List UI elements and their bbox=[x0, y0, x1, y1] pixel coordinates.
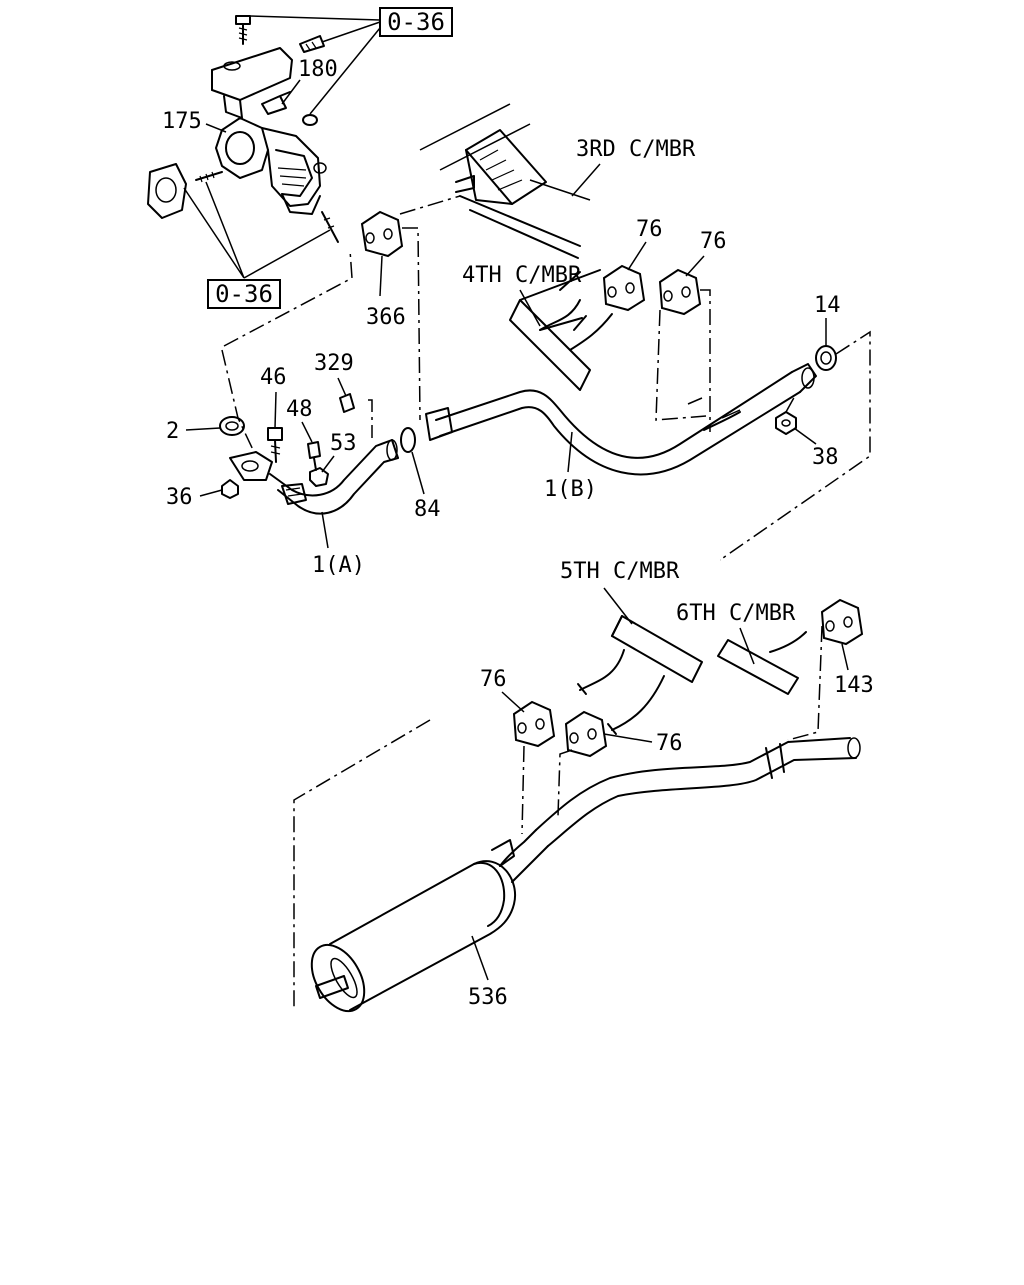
dash-muffler-frame bbox=[293, 719, 431, 1010]
dash-366 bbox=[402, 227, 421, 421]
leader-366 bbox=[379, 255, 383, 297]
leader-38 bbox=[793, 427, 817, 445]
leader-53 bbox=[321, 455, 335, 473]
nut-329 bbox=[339, 393, 355, 413]
fifth-crossmember bbox=[577, 615, 703, 735]
gasket-14 bbox=[815, 345, 837, 371]
label-fourth-crossmember: 4TH C/MBR bbox=[462, 263, 582, 288]
leader-180 bbox=[281, 79, 301, 105]
leader-329 bbox=[337, 377, 347, 397]
nut-36 bbox=[221, 479, 239, 499]
label-84: 84 bbox=[414, 497, 441, 522]
nut-small-right bbox=[302, 114, 318, 126]
label-175: 175 bbox=[162, 109, 202, 134]
label-536: 536 bbox=[468, 985, 508, 1010]
reference-bottom-leaders bbox=[183, 181, 331, 279]
leader-84 bbox=[411, 451, 425, 495]
dash-329 bbox=[368, 399, 373, 438]
rubber-hanger-143 bbox=[820, 598, 864, 646]
leader-2 bbox=[185, 427, 221, 431]
leader-1a bbox=[321, 511, 329, 549]
dash-366-crossmember bbox=[399, 195, 461, 215]
rubber-hanger-76-upper-1 bbox=[602, 264, 646, 312]
label-46: 46 bbox=[260, 365, 287, 390]
bolt-48 bbox=[307, 441, 321, 471]
front-pipe-1b bbox=[425, 363, 817, 476]
label-2: 2 bbox=[166, 419, 179, 444]
leader-third-crossmember bbox=[571, 163, 601, 197]
dash-76-upper-1 bbox=[655, 309, 707, 421]
leader-76-c bbox=[501, 691, 525, 713]
label-36: 36 bbox=[166, 485, 193, 510]
leader-sixth-crossmember bbox=[739, 627, 755, 665]
rubber-hanger-76-lower-1 bbox=[512, 700, 556, 748]
label-76-d: 76 bbox=[656, 731, 683, 756]
third-crossmember bbox=[419, 103, 591, 259]
reference-box-top-text: 0-36 bbox=[387, 8, 445, 36]
front-pipe-1a bbox=[229, 439, 399, 515]
dash-38 bbox=[785, 393, 797, 413]
dash-14 bbox=[719, 330, 871, 561]
label-143: 143 bbox=[834, 673, 874, 698]
label-76-c: 76 bbox=[480, 667, 507, 692]
leader-48 bbox=[301, 421, 313, 443]
label-1a: 1(A) bbox=[312, 553, 365, 578]
bolt-top-1 bbox=[235, 15, 251, 45]
reference-top-leaders bbox=[249, 15, 381, 115]
label-48: 48 bbox=[286, 397, 313, 422]
dash-76-lower-1 bbox=[521, 745, 525, 835]
reference-box-bottom-text: 0-36 bbox=[215, 280, 273, 308]
leader-143 bbox=[841, 643, 849, 671]
leader-76-a bbox=[627, 241, 647, 271]
rubber-hanger-366 bbox=[360, 210, 404, 258]
label-366: 366 bbox=[366, 305, 406, 330]
bolt-180 bbox=[261, 91, 291, 115]
tail-pipe bbox=[491, 737, 861, 883]
stud-left bbox=[195, 171, 223, 183]
leader-76-b bbox=[685, 255, 705, 277]
label-76-a: 76 bbox=[636, 217, 663, 242]
nut-38 bbox=[775, 411, 797, 435]
nut-53 bbox=[309, 467, 329, 487]
leader-76-d bbox=[603, 733, 653, 743]
leader-536 bbox=[471, 935, 489, 981]
bolt-top-2 bbox=[299, 35, 325, 53]
reference-box-top: 0-36 bbox=[379, 7, 453, 37]
label-180: 180 bbox=[298, 57, 338, 82]
leader-36 bbox=[199, 489, 223, 497]
stud-right bbox=[321, 211, 339, 243]
label-fifth-crossmember: 5TH C/MBR bbox=[560, 559, 680, 584]
leader-fourth-crossmember bbox=[519, 289, 541, 327]
leader-1b bbox=[567, 431, 573, 473]
label-1b: 1(B) bbox=[544, 477, 597, 502]
leader-fifth-crossmember bbox=[603, 587, 633, 625]
bolt-46 bbox=[267, 427, 283, 463]
rubber-hanger-76-lower-2 bbox=[564, 710, 608, 758]
exhaust-pipe-flange-175 bbox=[215, 117, 327, 215]
gasket-manifold bbox=[147, 163, 187, 219]
label-53: 53 bbox=[330, 431, 357, 456]
label-38: 38 bbox=[812, 445, 839, 470]
gasket-84 bbox=[400, 427, 416, 453]
leader-46 bbox=[274, 391, 277, 429]
gasket-2 bbox=[219, 416, 245, 436]
label-third-crossmember: 3RD C/MBR bbox=[576, 137, 696, 162]
dash-manifold-lower bbox=[221, 349, 255, 453]
muffler-536 bbox=[310, 860, 517, 1013]
label-329: 329 bbox=[314, 351, 354, 376]
manifold-heat-shield bbox=[211, 47, 293, 119]
dash-76-upper-2 bbox=[700, 289, 711, 432]
reference-box-bottom: 0-36 bbox=[207, 279, 281, 309]
dash-76-lower-2 bbox=[557, 749, 573, 817]
label-76-b: 76 bbox=[700, 229, 727, 254]
fourth-crossmember bbox=[509, 269, 613, 391]
label-sixth-crossmember: 6TH C/MBR bbox=[676, 601, 796, 626]
leader-175 bbox=[205, 123, 227, 133]
dash-143 bbox=[787, 625, 823, 741]
label-14: 14 bbox=[814, 293, 841, 318]
sixth-crossmember bbox=[717, 631, 807, 695]
rubber-hanger-76-upper-2 bbox=[658, 268, 702, 316]
